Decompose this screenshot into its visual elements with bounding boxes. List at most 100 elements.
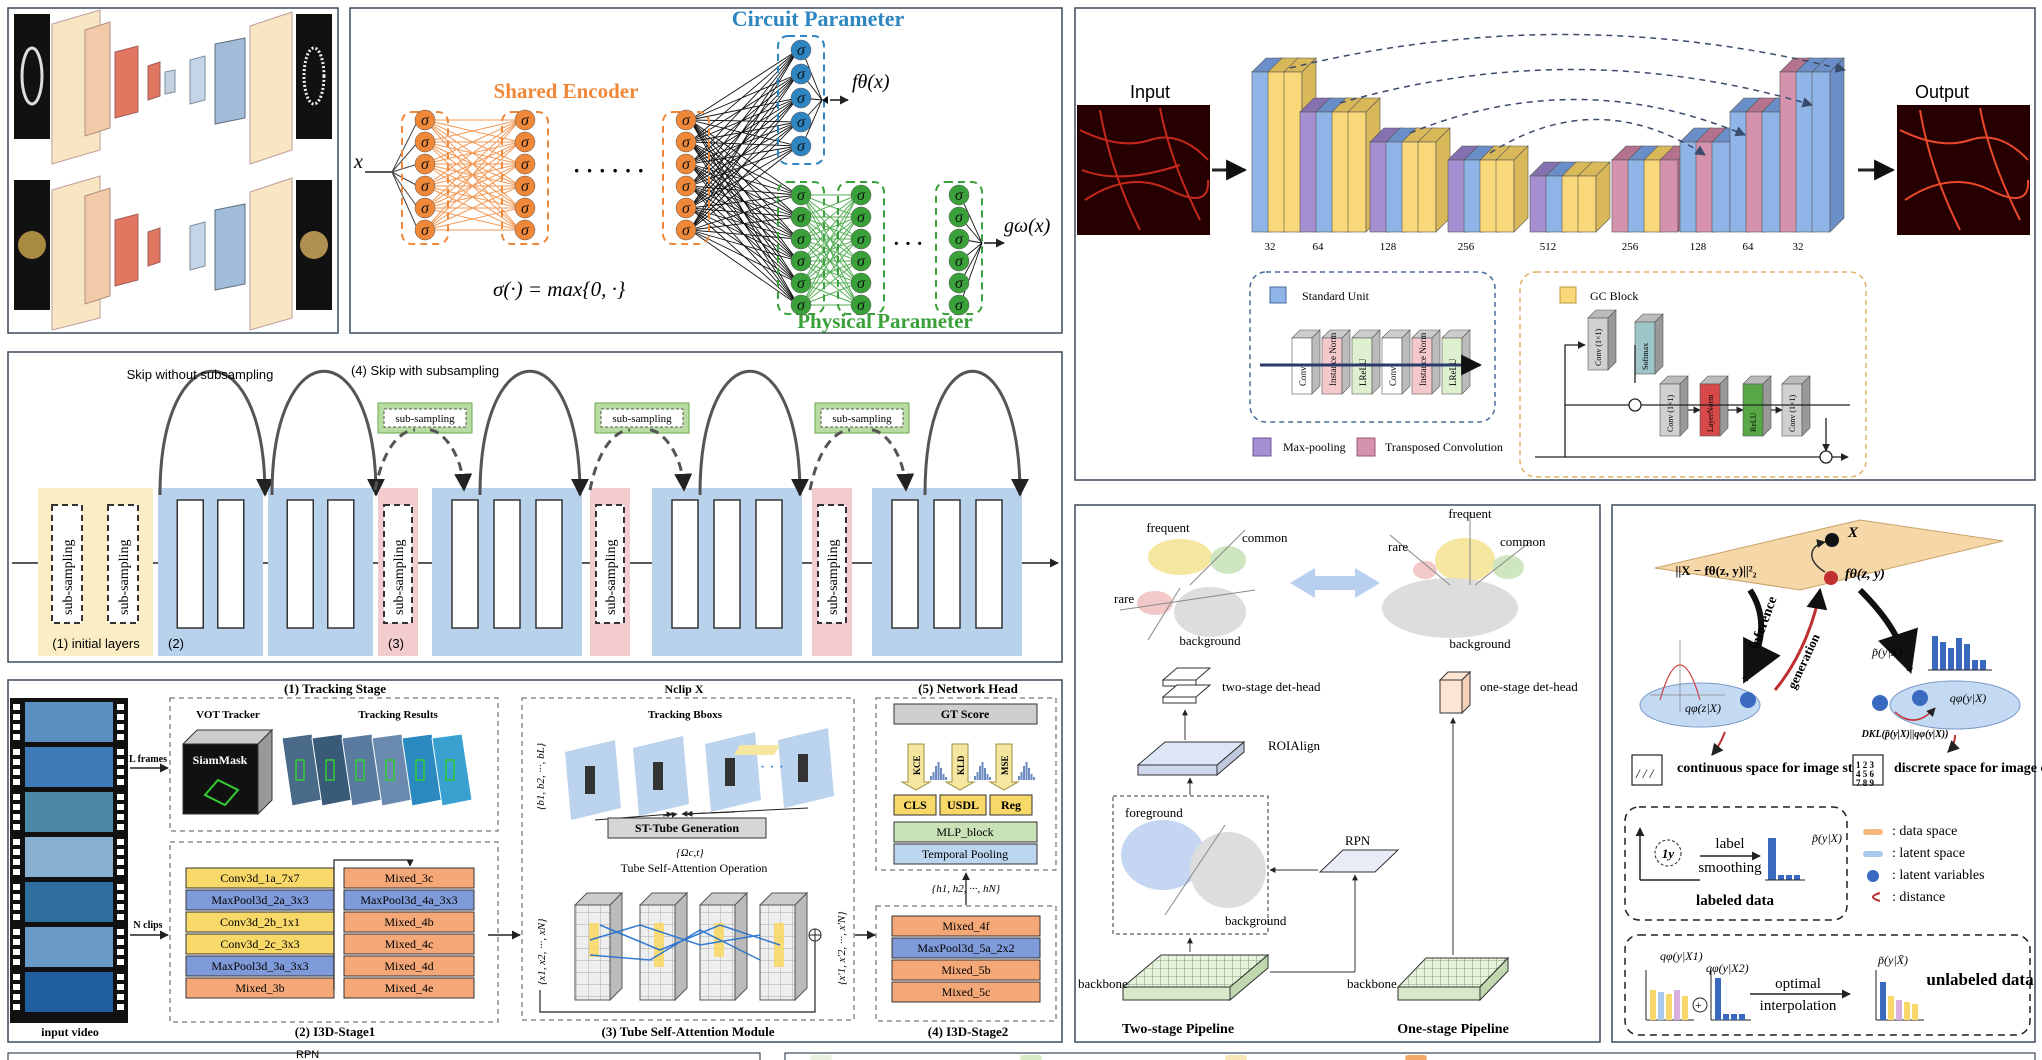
film-hole — [117, 794, 124, 800]
legend-label: : latent variables — [1892, 868, 1985, 883]
feature-cube — [609, 891, 623, 1002]
film-hole — [117, 894, 124, 900]
film-hole — [13, 884, 20, 890]
gc-layer-label: Softmax — [1641, 343, 1650, 370]
sub-sampling-label: sub-sampling — [61, 540, 76, 615]
shared-encoder-panel: Circuit Parameter Shared Encoder Physica… — [349, 6, 1063, 334]
phys-1-node — [790, 250, 812, 272]
sub-sampling-label: sub-sampling — [604, 540, 619, 615]
enc-in-sigma: σ — [421, 200, 430, 217]
hist-bar — [1731, 1014, 1737, 1020]
circuit-node — [790, 135, 812, 157]
i3d-block — [891, 937, 1041, 959]
mlp-block-label: MLP_block — [936, 825, 993, 839]
phys-1-sigma: σ — [797, 275, 806, 292]
film-hole — [13, 914, 20, 920]
enc-in-node — [414, 153, 436, 175]
film-hole — [13, 849, 20, 855]
i3d-block-label: Mixed_4e — [385, 981, 434, 995]
x-symbol: X — [1847, 525, 1859, 541]
unlabeled-data-label: unlabeled data — [1926, 970, 2034, 989]
phys-out-sigma: σ — [955, 275, 964, 292]
circuit-sigma: σ — [797, 114, 806, 131]
i3d-block-label: MaxPool3d_3a_3x3 — [211, 959, 308, 973]
layer-box — [493, 499, 521, 629]
film-hole — [117, 869, 124, 875]
circuit-node — [790, 111, 812, 133]
film-hole — [117, 1004, 124, 1010]
skip-arc-dashed — [588, 428, 684, 490]
enc-mid-node — [514, 131, 536, 153]
one-y-label: 1y — [1662, 846, 1675, 861]
phys-out-sigma: σ — [955, 231, 964, 248]
unet-layer — [1251, 71, 1271, 233]
input-x: x — [353, 151, 363, 173]
gc-block-label: GC Block — [1590, 289, 1638, 303]
initial-layers-label: (1) initial layers — [52, 636, 140, 651]
film-hole — [13, 894, 20, 900]
film-hole — [117, 749, 124, 755]
skip-arc-dashed — [373, 428, 464, 490]
tracking-results-label: Tracking Results — [358, 709, 438, 721]
video-frame — [25, 747, 113, 787]
hist-bar — [1650, 990, 1656, 1020]
omega-label: {Ωc,t} — [676, 847, 704, 859]
gc-layer — [1654, 313, 1664, 375]
unet-layer — [1745, 111, 1765, 233]
phys-1-sigma: σ — [797, 253, 806, 270]
unet-layer — [1779, 71, 1799, 233]
unit-layer-label: Conv — [1298, 366, 1308, 386]
shared-encoder-title: Shared Encoder — [494, 79, 639, 103]
film-hole — [13, 804, 20, 810]
dist-bar — [940, 768, 942, 780]
unet-layer — [1513, 145, 1529, 233]
enc-mid-sigma: σ — [521, 222, 530, 239]
hist-bar — [1888, 996, 1894, 1020]
gc-layer — [1679, 375, 1689, 437]
dist-bar — [945, 777, 947, 780]
dist-bar — [1023, 766, 1025, 780]
unit-layer-label: Instance Norm — [1418, 333, 1428, 386]
unet-layer — [1463, 159, 1483, 233]
enc-mid-sigma: σ — [521, 178, 530, 195]
film-hole — [117, 804, 124, 810]
sub-sampling-box — [107, 504, 139, 624]
tracked-box — [355, 759, 365, 781]
i3d-block-label: Mixed_4d — [384, 959, 433, 973]
rare-left: rare — [1114, 591, 1134, 606]
film-hole — [117, 884, 124, 890]
unet-layer — [1611, 159, 1631, 233]
standard-unit-label: Standard Unit — [1302, 289, 1370, 303]
phys-1-node — [790, 294, 812, 316]
input-video-label: input video — [41, 1025, 99, 1039]
film-hole — [13, 939, 20, 945]
hist-bar — [1723, 1014, 1729, 1020]
unet-layer — [1561, 175, 1581, 233]
layer-box — [755, 499, 783, 629]
film-hole — [117, 724, 124, 730]
unit-layer-label: Instance Norm — [1328, 333, 1338, 386]
film-hole — [13, 759, 20, 765]
feature-cube — [674, 891, 688, 1002]
unet-layer — [1267, 71, 1287, 233]
i3d-block-label: Mixed_3c — [385, 871, 434, 885]
physical-ellipsis: · · · — [893, 233, 923, 255]
enc-out-sigma: σ — [682, 178, 691, 195]
unet-layer — [1315, 111, 1335, 233]
phys-out-node — [948, 250, 970, 272]
thumb-input-1 — [14, 14, 50, 139]
enc-in-sigma: σ — [421, 112, 430, 129]
max-pooling-label: Max-pooling — [1283, 440, 1346, 454]
dist-bar — [984, 768, 986, 780]
optimal-word: optimal — [1775, 976, 1821, 992]
backbone-left: backbone — [1078, 976, 1128, 991]
continuous-space-label: continuous space for image style — [1677, 761, 1870, 776]
head-block-label: Reg — [1001, 798, 1021, 812]
loss-arrow — [900, 743, 932, 791]
bbox — [585, 766, 595, 794]
unit-layer — [1371, 329, 1381, 395]
x-sequence: {x1, x2, ···, xN} — [536, 918, 548, 985]
tube-highlight — [589, 923, 599, 957]
enc-in-node — [414, 219, 436, 241]
film-hole — [13, 749, 20, 755]
